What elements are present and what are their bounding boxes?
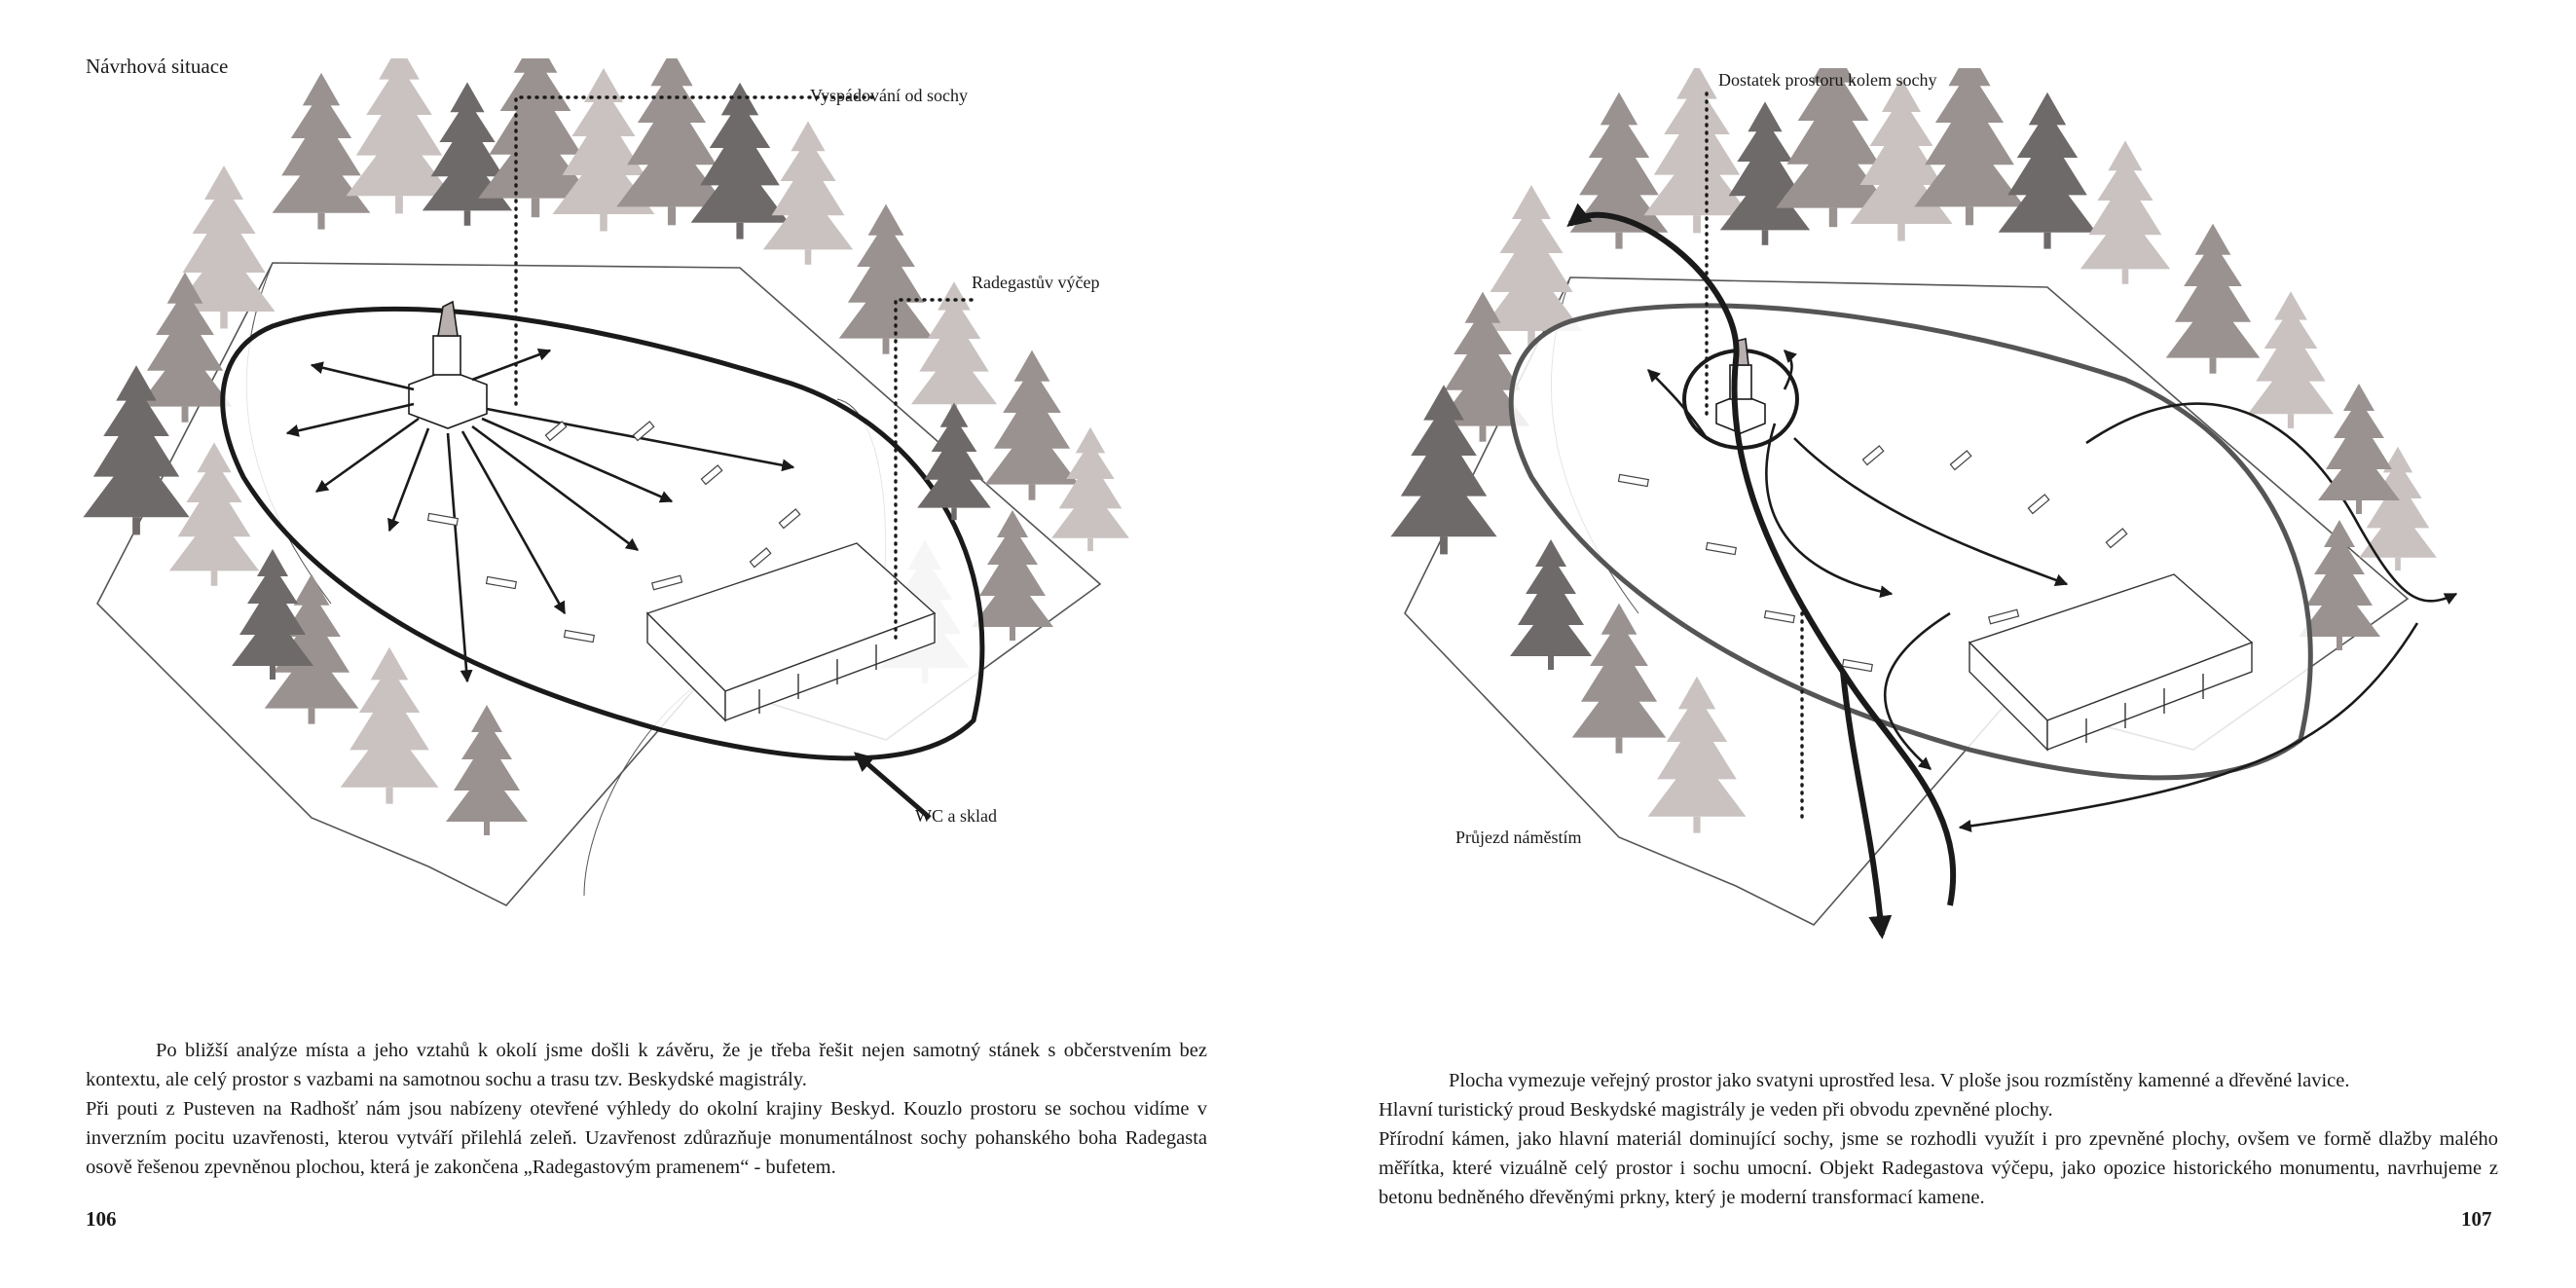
paragraph: Hlavní turistický proud Beskydské magist…	[1379, 1099, 2053, 1121]
bench-icon	[426, 421, 801, 644]
building-icon	[645, 542, 937, 722]
left-page: Návrhová situace	[83, 55, 1207, 1231]
paragraph: Plocha vymezuje veřejný prostor jako sva…	[1449, 1070, 2350, 1091]
wc-arrow	[853, 752, 932, 820]
page-number: 106	[86, 1207, 117, 1231]
leader-lines	[1705, 86, 1804, 820]
paragraph: Při pouti z Pusteven na Radhošť nám jsou…	[86, 1098, 1207, 1178]
label-wc: WC a sklad	[915, 806, 997, 826]
paragraph: Přírodní kámen, jako hlavní materiál dom…	[1379, 1128, 2498, 1208]
site-plan-illustration-left	[83, 58, 1129, 906]
paragraph: Po bližší analýze místa a jeho vztahů k …	[86, 1040, 1207, 1090]
body-text-right: Plocha vymezuje veřejný prostor jako sva…	[1379, 1066, 2498, 1212]
building-icon	[1968, 573, 2254, 752]
bench-icon	[1617, 445, 2128, 673]
right-page: Dostatek prostoru kolem sochy Průjezd ná…	[1288, 0, 2576, 1288]
label-space: Dostatek prostoru kolem sochy	[1718, 70, 1937, 90]
label-pass: Průjezd náměstím	[1455, 828, 1582, 847]
page-number: 107	[2461, 1207, 2492, 1231]
site-plan-illustration-right	[1390, 68, 2458, 939]
leader-lines	[514, 95, 977, 640]
page-heading: Návrhová situace	[86, 55, 229, 78]
view-arrows	[285, 349, 795, 683]
statue-icon	[408, 300, 488, 429]
label-pub: Radegastův výčep	[972, 273, 1100, 292]
label-view: Vyspádování od sochy	[810, 86, 968, 105]
body-text-left: Po bližší analýze místa a jeho vztahů k …	[86, 1036, 1207, 1182]
